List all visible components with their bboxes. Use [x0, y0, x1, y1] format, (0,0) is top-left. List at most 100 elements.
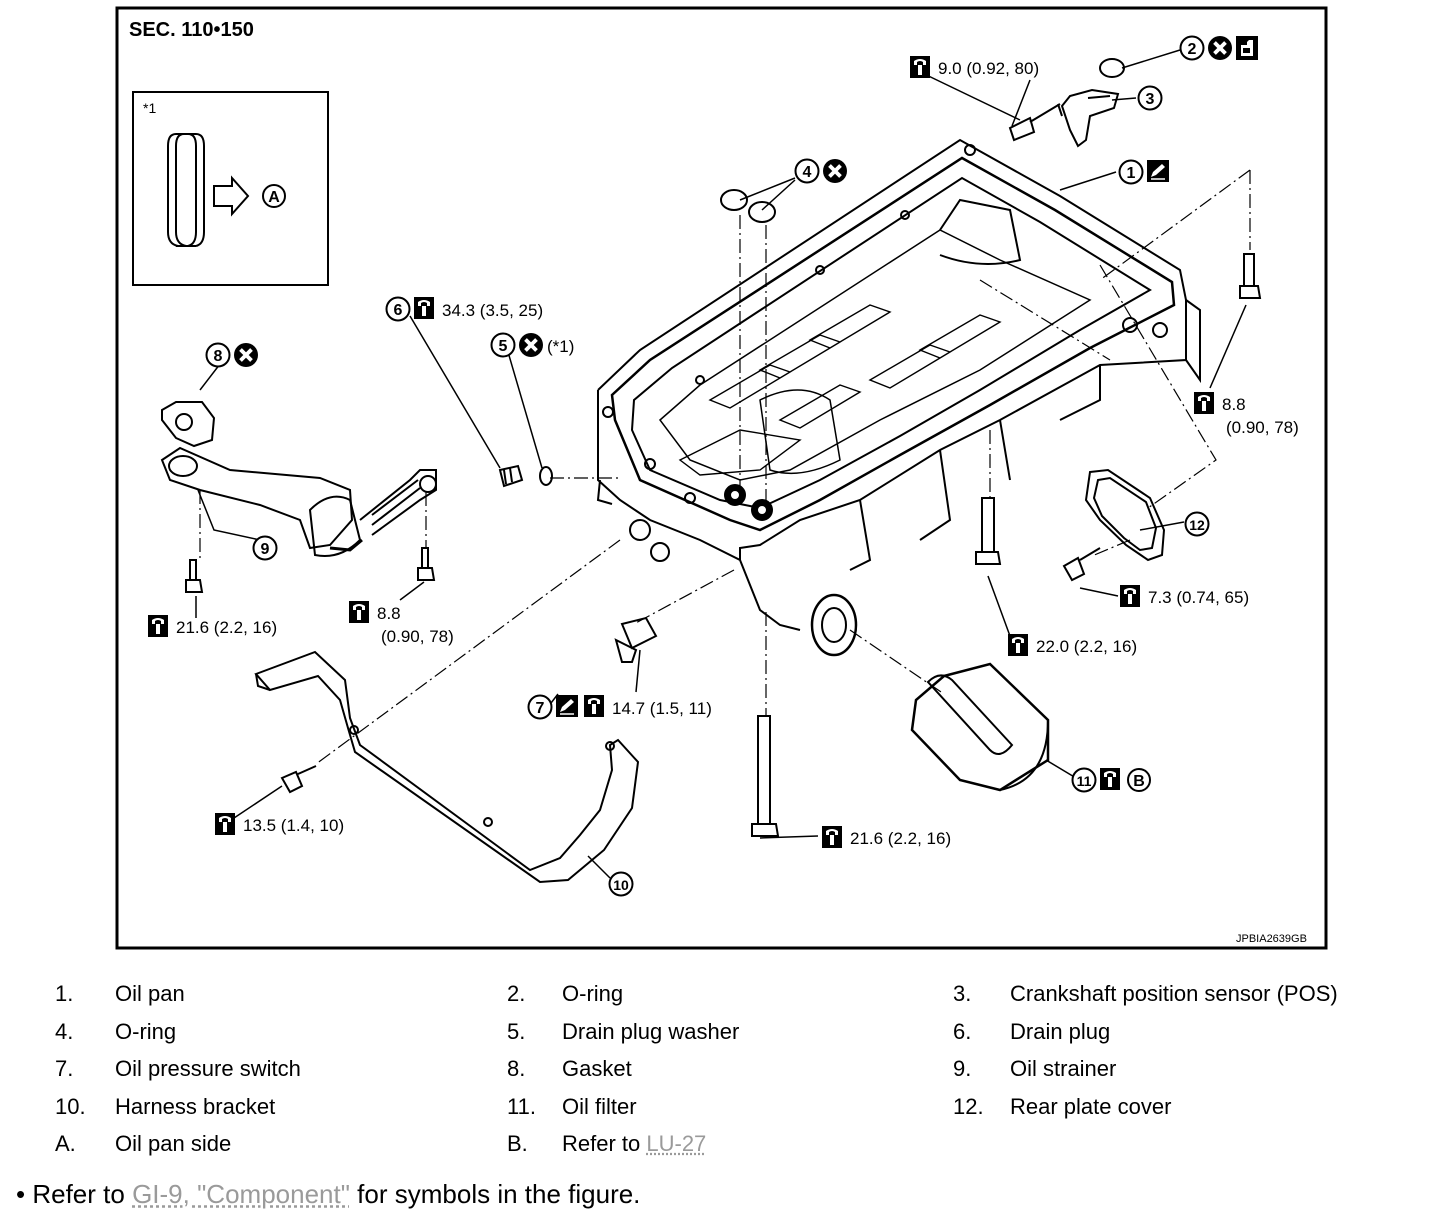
torque-spec: 13.5 (1.4, 10)	[215, 813, 344, 835]
legend-number: 10.	[55, 1093, 86, 1119]
torque-wrench-icon	[822, 826, 842, 848]
callout-number: 3	[1146, 91, 1155, 108]
legend-number: 11.	[507, 1093, 536, 1119]
callout-5: 5(*1)	[490, 331, 574, 359]
torque-value: 21.6 (2.2, 16)	[850, 829, 951, 848]
torque-wrench-icon	[1194, 392, 1214, 414]
callout-number: 7	[536, 700, 545, 717]
legend-label: Oil pressure switch	[115, 1056, 301, 1081]
legend-text: O-ring	[562, 975, 623, 1012]
callout-number: 8	[214, 348, 223, 365]
torque-wrench-icon	[414, 297, 434, 319]
harness-bracket-drawing	[254, 650, 640, 884]
callout-number: 4	[803, 164, 812, 181]
callout-4: 4	[794, 157, 849, 185]
legend-text: Drain plug	[1010, 1013, 1110, 1050]
legend-label: Oil filter	[562, 1093, 637, 1119]
legend-label: Gasket	[562, 1056, 632, 1081]
torque-wrench-icon	[349, 601, 369, 623]
do-not-reuse-icon	[821, 157, 849, 185]
oil-strainer-drawing	[160, 401, 437, 557]
legend-number: 7.	[55, 1056, 74, 1081]
torque-spec: 21.6 (2.2, 16)	[822, 826, 951, 848]
torque-value: 22.0 (2.2, 16)	[1036, 637, 1137, 656]
figure-code: JPBIA2639GB	[1236, 933, 1307, 945]
gi-9-component-link[interactable]: GI-9, "Component"	[132, 1179, 350, 1209]
legend-number: 3.	[953, 981, 972, 1006]
legend-text: Harness bracket	[115, 1088, 275, 1125]
small-parts-drawing	[185, 58, 1262, 837]
rear-plate-cover-drawing	[1084, 468, 1166, 562]
legend-label: Rear plate cover	[1010, 1093, 1172, 1119]
legend-label: Harness bracket	[115, 1093, 276, 1119]
callout-number: 9	[261, 541, 270, 558]
legend-row: 7. Oil pressure switch 8. Gasket 9. Oil strai…	[0, 1050, 1456, 1087]
torque-value-line2: (0.90, 78)	[381, 627, 454, 646]
apply-liquid-gasket-icon	[1146, 159, 1170, 183]
legend-label: Oil pan side	[115, 1131, 232, 1156]
torque-value: 7.3 (0.74, 65)	[1148, 588, 1249, 607]
callout-number: 10	[613, 877, 629, 893]
callout-number: 5	[499, 338, 508, 355]
callout-12: 12	[1184, 511, 1210, 537]
callout-number: 2	[1188, 41, 1197, 58]
torque-wrench-icon	[1100, 768, 1120, 790]
callout-1: 1	[1118, 159, 1170, 185]
legend-text: O-ring	[115, 1013, 176, 1050]
apply-oil-icon	[1236, 36, 1258, 60]
torque-spec: 9.0 (0.92, 80)	[910, 56, 1039, 78]
torque-value: 14.7 (1.5, 11)	[612, 699, 712, 718]
inset-letter: A	[268, 189, 280, 206]
legend-label: O-ring	[562, 981, 624, 1006]
torque-spec: 7.3 (0.74, 65)	[1120, 585, 1249, 607]
do-not-reuse-icon	[232, 341, 260, 369]
legend-number: 5.	[507, 1018, 526, 1044]
torque-value: 8.8	[1222, 395, 1246, 414]
torque-spec: 21.6 (2.2, 16)	[148, 615, 277, 637]
do-not-reuse-icon	[1206, 34, 1234, 62]
note-bullet: •	[16, 1179, 26, 1209]
exploded-view-svg: SEC. 110•150 JPBIA2639GB *1 A	[115, 6, 1328, 950]
note-prefix: Refer to	[32, 1179, 133, 1209]
legend-label: Drain plug	[1010, 1018, 1111, 1044]
legend-text: Drain plug washer	[562, 1013, 739, 1050]
legend-text: Oil filter	[562, 1088, 637, 1125]
legend-text: Oil strainer	[1010, 1050, 1116, 1087]
legend-text: Refer to LU-27	[562, 1125, 706, 1162]
torque-wrench-icon	[215, 813, 235, 835]
torque-wrench-icon	[1120, 585, 1140, 607]
torque-layer: 9.0 (0.92, 80) 8.8 (0.90, 78) 21.6 (2.2, 16…	[148, 56, 1299, 848]
legend-text: Crankshaft position sensor (POS)	[1010, 975, 1338, 1012]
callout-letter: B	[1133, 773, 1145, 790]
torque-value: 13.5 (1.4, 10)	[243, 816, 344, 835]
legend-number: 1.	[55, 981, 74, 1006]
callout-9: 9	[252, 535, 278, 561]
legend-label: O-ring	[115, 1018, 177, 1044]
legend-label: Oil pan	[115, 981, 185, 1006]
note-suffix: for symbols in the figure.	[349, 1179, 641, 1209]
legend-text: Oil pan	[115, 975, 185, 1012]
symbols-note: • Refer to GI-9, "Component" for symbols…	[16, 1176, 640, 1212]
inset-detail: *1 A	[132, 91, 329, 286]
torque-wrench-icon	[1008, 634, 1028, 656]
exploded-view-figure: SEC. 110•150 JPBIA2639GB *1 A	[115, 6, 1328, 950]
legend-number: 9.	[953, 1056, 972, 1081]
legend-number: 2.	[507, 981, 526, 1006]
legend-number: 4.	[55, 1018, 74, 1044]
torque-value: 8.8	[377, 604, 401, 623]
torque-value: 34.3 (3.5, 25)	[442, 301, 543, 320]
callout-10: 10	[608, 871, 634, 897]
lu-27-link[interactable]: LU-27	[646, 1131, 707, 1156]
legend-number: A.	[55, 1131, 76, 1156]
section-label: SEC. 110•150	[129, 19, 254, 41]
legend-number: 8.	[507, 1056, 526, 1081]
legend-text: Gasket	[562, 1050, 632, 1087]
oil-pan-drawing	[596, 138, 1201, 657]
callout-3: 3	[1137, 85, 1163, 111]
